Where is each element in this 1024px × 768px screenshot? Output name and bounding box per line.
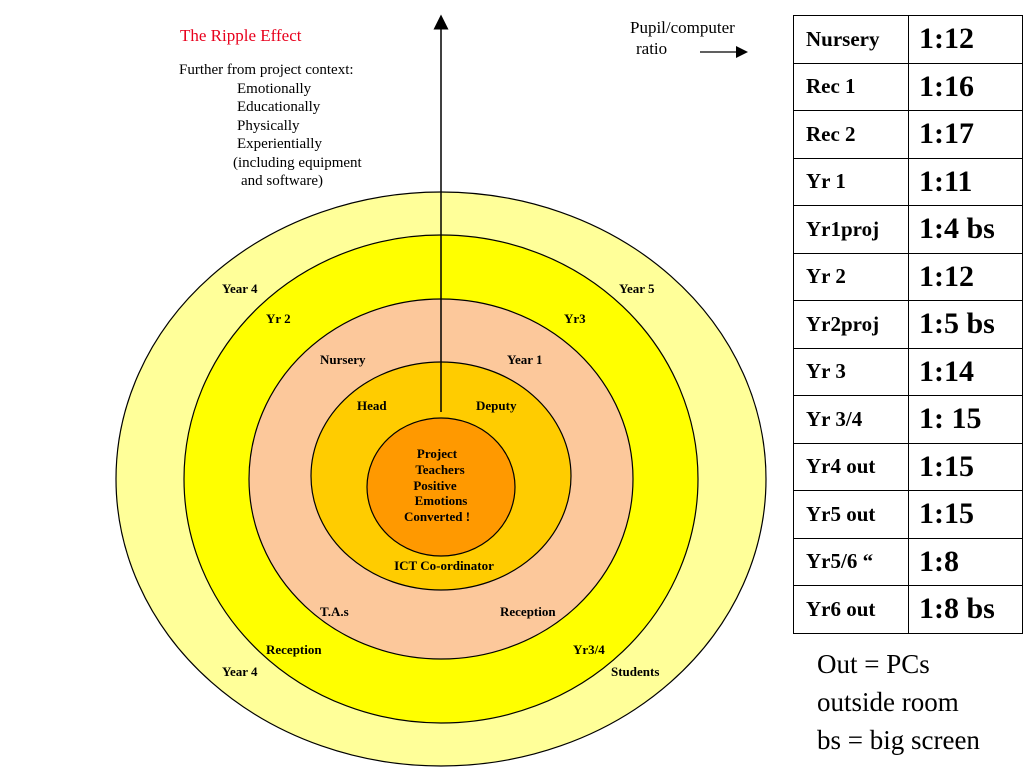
group-cell: Yr4 out xyxy=(793,442,909,491)
ratio-cell: 1:11 xyxy=(908,157,1023,206)
intro-note: (including equipment xyxy=(233,154,362,171)
group-cell: Rec 1 xyxy=(793,62,909,111)
ratio-cell: 1:16 xyxy=(908,62,1023,111)
group-cell: Yr1proj xyxy=(793,205,909,254)
outer-ring-label: Students xyxy=(611,664,659,679)
note-line: outside room xyxy=(817,687,959,717)
intro-text: Further from project context: Emotionall… xyxy=(179,61,362,191)
ripple-diagram: Year 4 Year 5 Year 4 Students Yr 2 Yr3 R… xyxy=(115,14,767,767)
peach-ring-label: Reception xyxy=(500,604,556,619)
group-cell: Nursery xyxy=(793,15,909,64)
note-line: Out = PCs xyxy=(817,649,930,679)
core-label: Positive xyxy=(413,478,457,493)
ratio-cell: 1:12 xyxy=(908,15,1023,64)
yellow-ring-label: Yr3/4 xyxy=(573,642,605,657)
ratio-cell: 1:8 bs xyxy=(908,585,1023,634)
intro-item: Experientially xyxy=(237,136,322,152)
ratio-cell: 1:17 xyxy=(908,110,1023,159)
table-row: Yr5/6 “1:8 xyxy=(793,537,1023,586)
outer-ring-label: Year 4 xyxy=(222,281,258,296)
yellow-ring-label: Yr3 xyxy=(564,311,586,326)
group-cell: Yr2proj xyxy=(793,300,909,349)
group-cell: Rec 2 xyxy=(793,110,909,159)
outer-ring-label: Year 5 xyxy=(619,281,655,296)
ratio-label-line2: ratio xyxy=(636,39,668,58)
group-cell: Yr6 out xyxy=(793,585,909,634)
page-title: The Ripple Effect xyxy=(180,26,302,45)
ratio-cell: 1:4 bs xyxy=(908,205,1023,254)
legend-notes: Out = PCs outside room bs = big screen xyxy=(817,645,980,759)
intro-note: and software) xyxy=(241,173,324,189)
core-label: Teachers xyxy=(415,462,464,477)
core-label: Project xyxy=(417,446,458,461)
peach-ring-label: Year 1 xyxy=(507,352,543,367)
intro-item: Emotionally xyxy=(237,80,312,97)
ratio-cell: 1:12 xyxy=(908,252,1023,301)
ratio-cell: 1: 15 xyxy=(908,395,1023,444)
ratio-label-line1: Pupil/computer xyxy=(630,18,735,37)
intro-item: Physically xyxy=(237,117,300,134)
ratio-cell: 1:15 xyxy=(908,442,1023,491)
ratio-cell: 1:14 xyxy=(908,347,1023,396)
yellow-ring-label: Yr 2 xyxy=(266,311,291,326)
peach-ring-label: T.A.s xyxy=(320,604,349,619)
intro-heading: Further from project context: xyxy=(179,62,354,78)
group-cell: Yr5 out xyxy=(793,490,909,539)
yellow-ring-label: Reception xyxy=(266,642,322,657)
core-label: Emotions xyxy=(415,493,468,508)
intro-item: Educationally xyxy=(237,99,321,115)
group-cell: Yr5/6 “ xyxy=(793,537,909,586)
ratio-cell: 1:15 xyxy=(908,490,1023,539)
gold-ring-label: Deputy xyxy=(476,398,517,413)
ratio-cell: 1:8 xyxy=(908,537,1023,586)
peach-ring-label: Nursery xyxy=(320,352,366,367)
group-cell: Yr 2 xyxy=(793,252,909,301)
core-circle xyxy=(366,417,516,557)
group-cell: Yr 1 xyxy=(793,157,909,206)
group-cell: Yr 3/4 xyxy=(793,395,909,444)
ratio-label: Pupil/computer ratio xyxy=(630,17,735,59)
ratio-cell: 1:5 bs xyxy=(908,300,1023,349)
gold-ring-label: Head xyxy=(357,398,387,413)
outer-ring-label: Year 4 xyxy=(222,664,258,679)
core-label: Converted ! xyxy=(404,509,470,524)
group-cell: Yr 3 xyxy=(793,347,909,396)
note-line: bs = big screen xyxy=(817,725,980,755)
gold-ring-label: ICT Co-ordinator xyxy=(394,558,494,573)
